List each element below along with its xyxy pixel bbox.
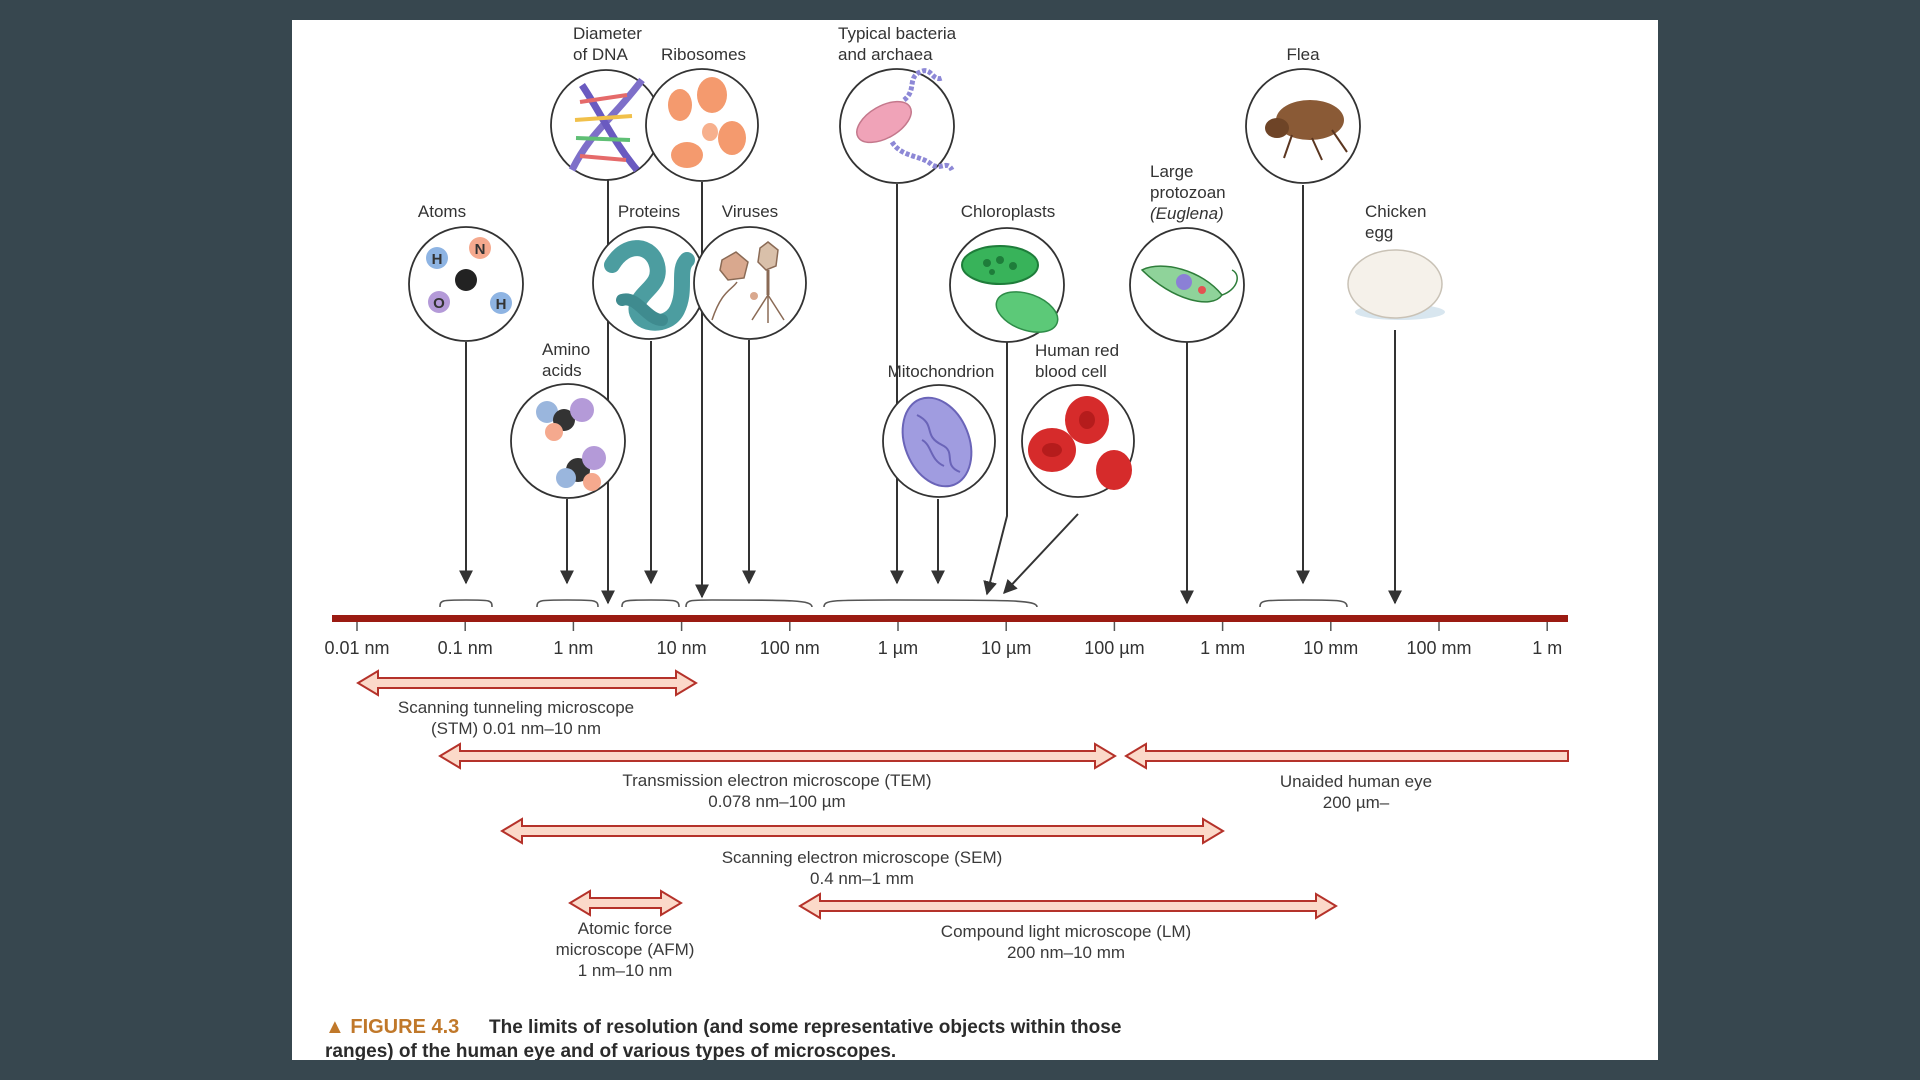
- caption-prefix: ▲ FIGURE 4.3: [325, 1016, 459, 1038]
- atom-letter-2: N: [475, 241, 486, 258]
- bacteria-icon: [839, 68, 955, 184]
- tem-name: Transmission electron microscope (TEM): [622, 771, 931, 790]
- scale-axis: [332, 615, 1568, 622]
- sem-range: 0.4 nm–1 mm: [810, 869, 914, 888]
- chloroplasts-label: Chloroplasts: [961, 202, 1056, 221]
- sem-name: Scanning electron microscope (SEM): [722, 848, 1003, 867]
- caption-line-1: The limits of resolution (and some repre…: [489, 1017, 1121, 1038]
- scale-tick-label: 1 mm: [1200, 638, 1245, 658]
- figure-caption: ▲ FIGURE 4.3 The limits of resolution (a…: [325, 1016, 1121, 1062]
- amino-acids-label-2: acids: [542, 361, 582, 380]
- atom-letter-4: H: [496, 296, 507, 313]
- afm-arrow: [568, 889, 683, 917]
- egg-label-1: Chicken: [1365, 202, 1426, 221]
- stm-name: Scanning tunneling microscope: [398, 698, 634, 717]
- scale-tick-label: 10 mm: [1303, 638, 1358, 658]
- lm-arrow: [798, 892, 1338, 920]
- eye-name: Unaided human eye: [1280, 772, 1432, 791]
- object-labels: Atoms Amino acids Diameter of DNA Riboso…: [418, 24, 1427, 381]
- scale-tick-label: 1 nm: [553, 638, 593, 658]
- protozoan-label-3: (Euglena): [1150, 204, 1224, 223]
- egg-icon: [1347, 249, 1445, 320]
- rbc-label-2: blood cell: [1035, 362, 1107, 381]
- stm-range: (STM) 0.01 nm–10 nm: [431, 719, 601, 738]
- tem-range: 0.078 nm–100 µm: [708, 792, 845, 811]
- scale-tick-label: 100 mm: [1406, 638, 1471, 658]
- scale-tick-label: 1 µm: [878, 638, 918, 658]
- red-blood-cell-icon: [1021, 384, 1135, 498]
- atom-letter-3: O: [433, 295, 445, 312]
- range-braces: [439, 599, 1348, 608]
- flea-label: Flea: [1286, 45, 1320, 64]
- stm-arrow: [356, 669, 698, 697]
- protozoan-label-1: Large: [1150, 162, 1193, 181]
- egg-label-2: egg: [1365, 223, 1393, 242]
- sem-arrow: [500, 817, 1225, 845]
- proteins-label: Proteins: [618, 202, 680, 221]
- mitochondrion-label: Mitochondrion: [888, 362, 995, 381]
- flea-icon: [1245, 68, 1361, 184]
- viruses-icon: [693, 226, 807, 340]
- protozoan-icon: [1129, 227, 1245, 343]
- amino-acids-label-1: Amino: [542, 340, 590, 359]
- dna-label-1: Diameter: [573, 24, 642, 43]
- figure-page: Atoms Amino acids Diameter of DNA Riboso…: [292, 20, 1658, 1062]
- microscope-resolution-diagram: Atoms Amino acids Diameter of DNA Riboso…: [324, 24, 1569, 1062]
- protozoan-label-2: protozoan: [1150, 183, 1226, 202]
- scale-tick-label: 100 nm: [760, 638, 820, 658]
- dna-icon: [550, 69, 662, 181]
- proteins-icon: [592, 226, 706, 340]
- scale-tick-label: 10 nm: [657, 638, 707, 658]
- mitochondrion-icon: [882, 384, 996, 498]
- bacteria-label-2: and archaea: [838, 45, 933, 64]
- eye-arrow: [1124, 742, 1569, 770]
- atoms-label: Atoms: [418, 202, 466, 221]
- atom-letter-1: H: [432, 251, 443, 268]
- bacteria-label-1: Typical bacteria: [838, 24, 957, 43]
- scale-tick-label: 1 m: [1532, 638, 1562, 658]
- amino-acids-icon: [510, 383, 626, 499]
- leader-lines: [459, 180, 1402, 605]
- scale-tick-label: 0.01 nm: [324, 638, 389, 658]
- scale-ticks: 0.01 nm 0.1 nm 1 nm 10 nm 100 nm 1 µm 10 µm 100…: [324, 622, 1562, 658]
- scale-tick-label: 0.1 nm: [438, 638, 493, 658]
- tem-arrow: [438, 742, 1117, 770]
- eye-range: 200 µm–: [1323, 793, 1390, 812]
- ribosomes-label: Ribosomes: [661, 45, 746, 64]
- afm-name-1: Atomic force: [578, 919, 672, 938]
- afm-range: 1 nm–10 nm: [578, 961, 673, 980]
- scale-tick-label: 100 µm: [1084, 638, 1144, 658]
- viruses-label: Viruses: [722, 202, 778, 221]
- scale-tick-label: 10 µm: [981, 638, 1031, 658]
- chloroplasts-icon: [949, 227, 1065, 343]
- dna-label-2: of DNA: [573, 45, 628, 64]
- atoms-icon: H N O H: [408, 226, 524, 342]
- afm-name-2: microscope (AFM): [556, 940, 695, 959]
- caption-line-2: ranges) of the human eye and of various …: [325, 1041, 896, 1060]
- ribosomes-icon: [645, 68, 759, 182]
- lm-name: Compound light microscope (LM): [941, 922, 1191, 941]
- lm-range: 200 nm–10 mm: [1007, 943, 1125, 962]
- instrument-arrows: Scanning tunneling microscope (STM) 0.01…: [356, 669, 1569, 980]
- rbc-label-1: Human red: [1035, 341, 1119, 360]
